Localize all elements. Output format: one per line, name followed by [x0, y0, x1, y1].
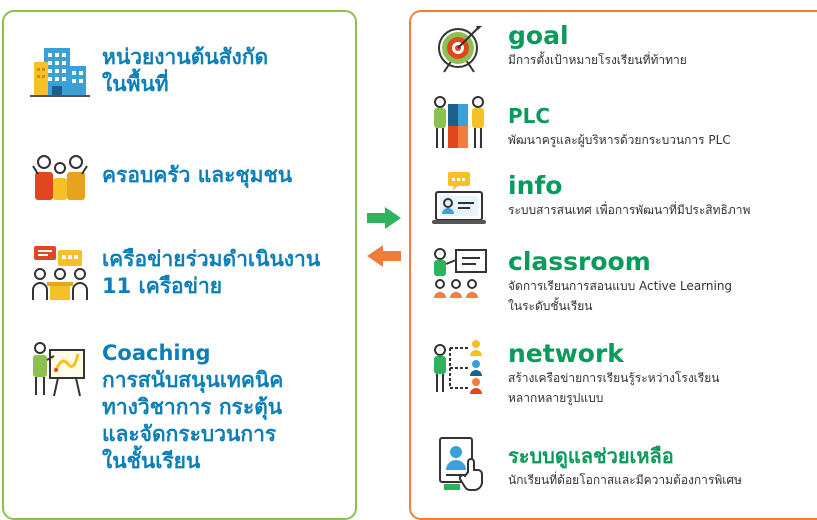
right-item-care: ระบบดูแลช่วยเหลือ นักเรียนที่ด้อยโอกาสแล…: [432, 436, 742, 496]
building-icon: [30, 44, 90, 104]
right-item-title: goal: [508, 21, 569, 50]
right-item-desc: สร้างเครือข่ายการเรียนรู้ระหว่างโรงเรียน…: [508, 371, 720, 405]
network-people-icon: [432, 340, 492, 398]
right-item-classroom: classroom จัดการเรียนการสอนแบบ Active Le…: [432, 248, 732, 316]
left-item-label: ครอบครัว และชุมชน: [102, 163, 293, 187]
family-icon: [30, 150, 90, 206]
right-item-desc: นักเรียนที่ด้อยโอกาสและมีความต้องการพิเศ…: [508, 473, 742, 487]
left-item-family: ครอบครัว และชุมชน: [30, 150, 292, 206]
left-item-agency: หน่วยงานต้นสังกัด ในพื้นที่: [30, 44, 268, 104]
right-item-title: PLC: [508, 104, 551, 128]
coaching-icon: [30, 340, 90, 404]
left-item-label: หน่วยงานต้นสังกัด ในพื้นที่: [102, 45, 269, 96]
left-item-label: เครือข่ายร่วมดำเนินงาน 11 เครือข่าย: [102, 247, 321, 298]
left-item-partners: เครือข่ายร่วมดำเนินงาน 11 เครือข่าย: [30, 244, 320, 306]
right-item-title: classroom: [508, 247, 651, 276]
arrow-left-icon: [367, 245, 401, 267]
left-item-coaching: Coaching การสนับสนุนเทคนิค ทางวิชาการ กร…: [30, 340, 283, 475]
right-item-title: info: [508, 171, 563, 200]
right-item-desc: มีการตั้งเป้าหมายโรงเรียนที่ท้าทาย: [508, 53, 687, 67]
plc-icon: [432, 96, 492, 154]
right-item-desc: ระบบสารสนเทศ เพื่อการพัฒนาที่มีประสิทธิภ…: [508, 203, 751, 217]
target-icon: [432, 22, 492, 80]
arrow-right-icon: [367, 207, 401, 229]
info-laptop-icon: [432, 172, 492, 230]
classroom-icon: [432, 248, 492, 304]
right-item-info: info ระบบสารสนเทศ เพื่อการพัฒนาที่มีประส…: [432, 172, 750, 230]
right-item-desc: จัดการเรียนการสอนแบบ Active Learning ในร…: [508, 279, 733, 313]
right-item-title: network: [508, 339, 624, 368]
right-item-desc: พัฒนาครูและผู้บริหารด้วยกระบวนการ PLC: [508, 133, 731, 147]
network-meeting-icon: [30, 244, 90, 306]
right-item-title: ระบบดูแลช่วยเหลือ: [508, 444, 674, 468]
right-item-plc: PLC พัฒนาครูและผู้บริหารด้วยกระบวนการ PL…: [432, 96, 731, 154]
left-item-label: Coaching การสนับสนุนเทคนิค ทางวิชาการ กร…: [102, 341, 284, 473]
right-item-goal: goal มีการตั้งเป้าหมายโรงเรียนที่ท้าทาย: [432, 22, 687, 80]
student-care-icon: [432, 436, 492, 496]
right-item-network: network สร้างเครือข่ายการเรียนรู้ระหว่าง…: [432, 340, 719, 408]
